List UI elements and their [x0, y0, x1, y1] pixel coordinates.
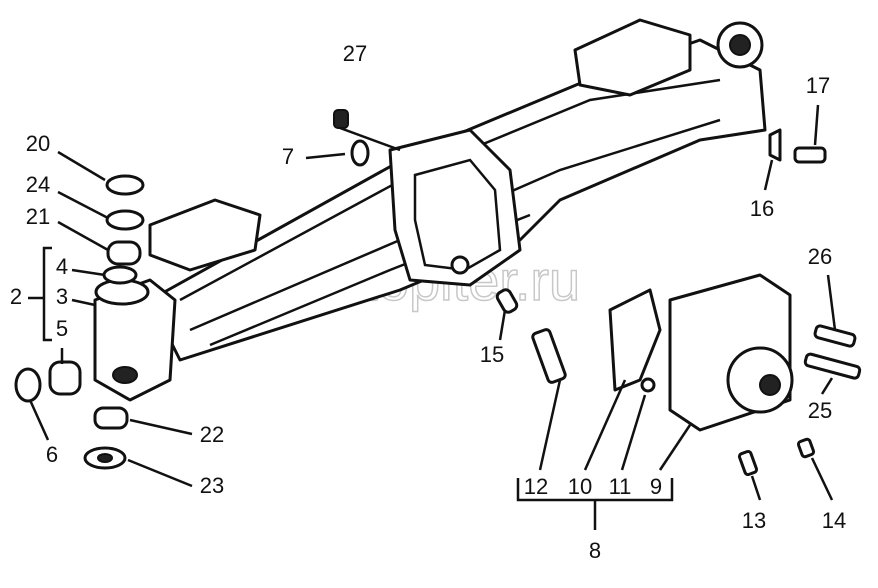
callout-24: 24 — [26, 172, 50, 197]
callouts: 27 7 20 24 21 4 2 3 5 6 22 23 15 12 10 1… — [10, 41, 846, 563]
callout-23: 23 — [200, 473, 224, 498]
callout-27: 27 — [343, 41, 367, 66]
callout-20: 20 — [26, 131, 50, 156]
callout-21: 21 — [26, 204, 50, 229]
callout-5: 5 — [56, 316, 68, 341]
callout-8: 8 — [589, 538, 601, 563]
leader-lines — [28, 104, 837, 530]
callout-2: 2 — [10, 284, 22, 309]
callout-7: 7 — [282, 144, 294, 169]
callout-6: 6 — [46, 442, 58, 467]
callout-16: 16 — [750, 196, 774, 221]
callout-17: 17 — [806, 73, 830, 98]
callout-26: 26 — [808, 244, 832, 269]
callout-3: 3 — [56, 284, 68, 309]
right-assembly — [531, 273, 862, 477]
callout-14: 14 — [822, 508, 846, 533]
callout-25: 25 — [808, 398, 832, 423]
callout-15: 15 — [480, 342, 504, 367]
callout-22: 22 — [200, 422, 224, 447]
callout-4: 4 — [56, 254, 68, 279]
callout-11: 11 — [609, 474, 632, 499]
callout-12: 12 — [524, 474, 548, 499]
callout-9: 9 — [650, 474, 662, 499]
axle-beam — [93, 18, 767, 402]
callout-10: 10 — [568, 474, 592, 499]
callout-13: 13 — [742, 508, 766, 533]
left-parts — [14, 174, 145, 470]
